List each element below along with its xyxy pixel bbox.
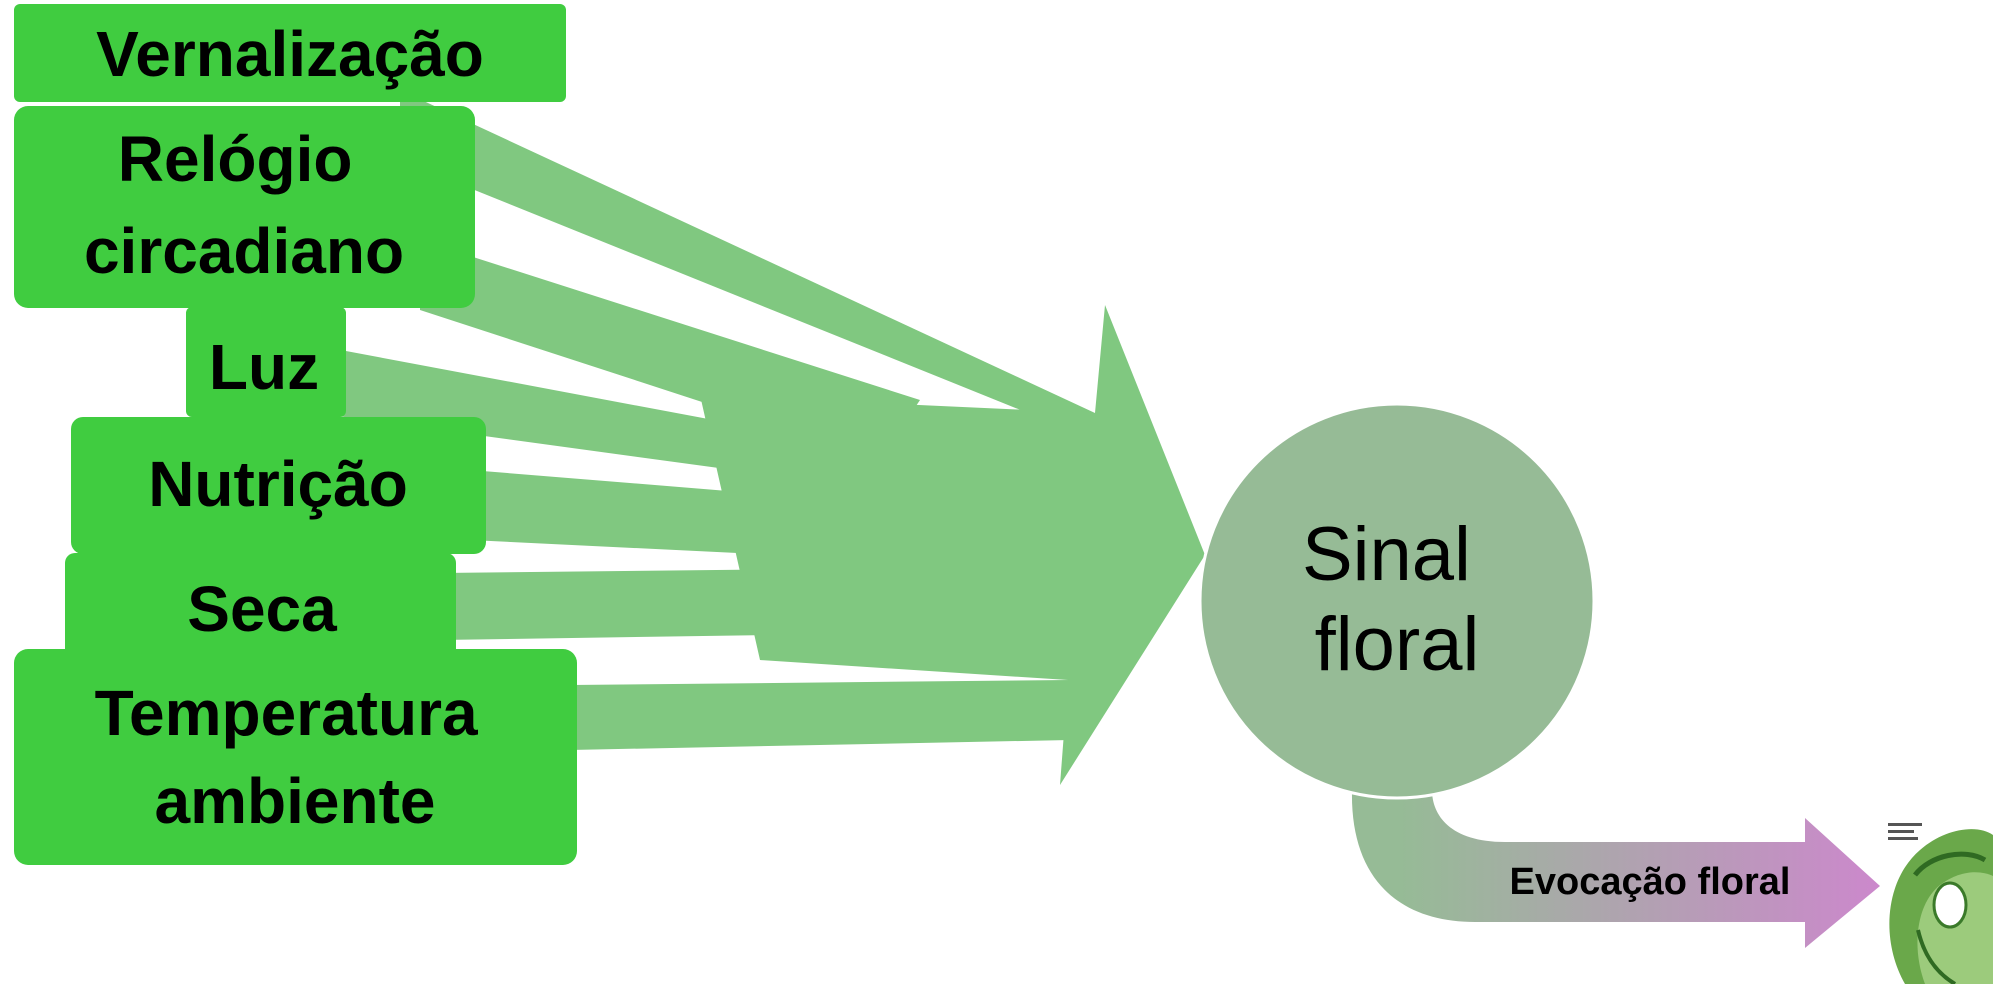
- factor-vernalizacao: Vernalização: [14, 4, 566, 102]
- meristem-core: [1932, 881, 1968, 929]
- factor-label-temperatura: Temperatura: [95, 677, 478, 749]
- floral-meristem-micrograph-icon: [1882, 815, 1993, 984]
- converging-arrow: [330, 90, 1205, 785]
- evocation-arrow-shape: [1351, 790, 1880, 948]
- svg-text:Vernalização: Vernalização: [96, 18, 484, 90]
- evocation-label: Evocação floral: [1510, 861, 1791, 903]
- factor-box-nutricao: [71, 417, 486, 554]
- arrow-body: [700, 305, 1205, 785]
- svg-text:Temperatura ambiente: Temperatura ambiente: [95, 677, 496, 837]
- svg-text:Sinal floral: Sinal floral: [1302, 512, 1492, 687]
- thumbnail-caption-lines: [1888, 823, 1922, 840]
- signal-label-line-2: floral: [1315, 602, 1480, 687]
- factor-box-luz: [186, 307, 346, 417]
- factor-seca: Seca: [65, 553, 456, 665]
- factor-box-temperatura-ambiente: [14, 649, 577, 865]
- factor-box-vernalizacao: [14, 4, 566, 102]
- factor-label-luz: Luz: [209, 331, 319, 403]
- meristem-outline-lower: [1916, 929, 1957, 984]
- signal-label-line-1: Sinal: [1302, 512, 1471, 597]
- factor-label-seca: Seca: [187, 573, 337, 645]
- factor-label-relogio: Relógio: [118, 123, 353, 195]
- factor-relogio-circadiano: Relógio circadiano: [14, 106, 475, 308]
- evocation-arrow: Evocação floral: [1351, 790, 1880, 948]
- svg-text:Relógio circadiano: Relógio circadiano: [84, 123, 404, 287]
- signal-circle: [1198, 402, 1596, 800]
- svg-text:Nutrição: Nutrição: [148, 448, 408, 520]
- factor-label-nutricao: Nutrição: [148, 448, 408, 520]
- factor-nutricao: Nutrição: [71, 417, 486, 554]
- arrow-band-temperatura: [570, 680, 1070, 750]
- factor-box-relogio-circadiano: [14, 106, 475, 308]
- arrow-band-relogio-upper: [400, 90, 1095, 440]
- factor-temperatura-ambiente: Temperatura ambiente: [14, 649, 577, 865]
- factor-label-vernalizacao: Vernalização: [96, 18, 484, 90]
- factor-label-ambiente: ambiente: [155, 765, 436, 837]
- svg-text:Seca: Seca: [187, 573, 337, 645]
- factor-luz: Luz: [186, 307, 346, 417]
- meristem-outline: [1913, 851, 1987, 877]
- svg-text:Luz: Luz: [209, 331, 319, 403]
- signal-node: Sinal floral: [1198, 402, 1596, 800]
- factor-label-circadiano: circadiano: [84, 215, 404, 287]
- factor-box-seca: [65, 553, 456, 665]
